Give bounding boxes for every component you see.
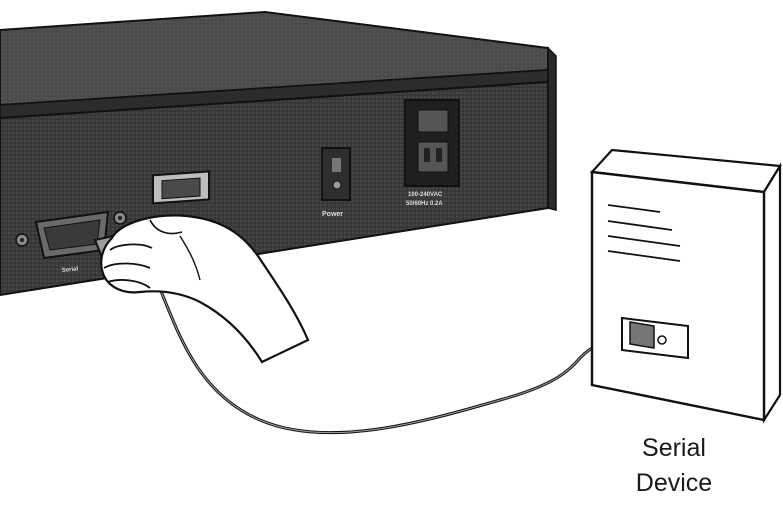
serial-device bbox=[592, 150, 780, 420]
power-inlet bbox=[405, 100, 459, 186]
device-label-line1: Serial bbox=[604, 432, 744, 464]
power-rating-line1: 100-240VAC bbox=[408, 192, 443, 198]
device-label-line2: Device bbox=[604, 467, 744, 499]
power-switch-label: Power bbox=[322, 211, 343, 218]
chassis-side bbox=[548, 48, 556, 210]
power-rating-line2: 50/60Hz 0.2A bbox=[406, 201, 443, 207]
chassis-rear-panel bbox=[0, 82, 548, 295]
ethernet-port bbox=[153, 171, 209, 203]
power-switch bbox=[322, 148, 350, 200]
device-side bbox=[764, 166, 780, 420]
device-front bbox=[592, 172, 764, 420]
